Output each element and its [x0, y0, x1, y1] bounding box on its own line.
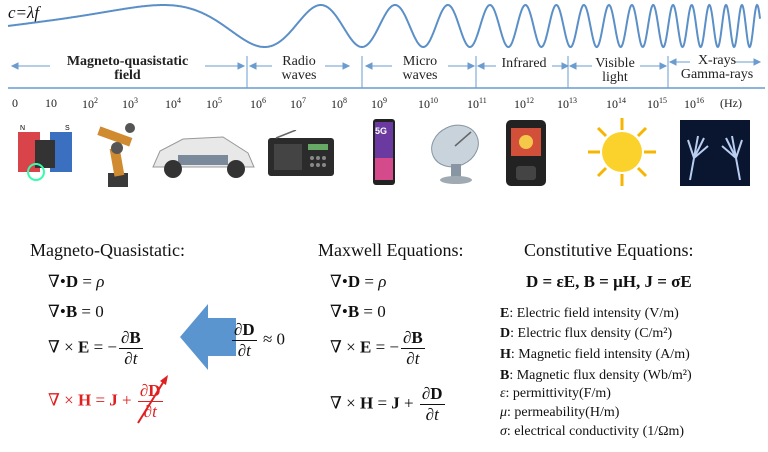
definition-item: E: Electric field intensity (V/m): [500, 306, 679, 321]
mqs-gauss-d: ∇•D = ρ: [48, 272, 105, 291]
definition-item: D: Electric flux density (C/m²): [500, 326, 673, 341]
band-separators: [246, 56, 669, 88]
tick-label: 104: [165, 96, 181, 111]
maxwell-gauss-d: ∇•D = ρ: [330, 272, 387, 291]
tick-label: 1010: [418, 96, 438, 111]
mqs-faraday: ∇ × E = −∂B∂t: [48, 328, 143, 368]
tick-label: 1011: [467, 96, 487, 111]
left-arrow: [180, 304, 236, 370]
definition-item: B: Magnetic flux density (Wb/m²): [500, 368, 692, 383]
tick-label: 103: [122, 96, 138, 111]
definition-item: μ: permeability(H/m): [500, 405, 620, 420]
phone-5g-label: 5G: [375, 126, 388, 136]
radio-icon: [268, 130, 334, 176]
mqs-ampere: ∇ × H = J + ∂D∂t: [48, 375, 168, 424]
band-infrared: Infrared: [501, 56, 547, 71]
heading-constitutive: Constitutive Equations:: [524, 240, 694, 260]
sun-icon: [588, 118, 656, 186]
tick-label: 1013: [557, 96, 577, 111]
satellite-dish-icon: [431, 124, 479, 184]
em-wave: [8, 3, 761, 49]
tick-label: 10: [45, 96, 57, 110]
tick-label: 0: [12, 96, 18, 110]
tick-label: 109: [371, 96, 387, 111]
tick-label: 102: [82, 96, 98, 111]
motor-icon: N S: [18, 125, 72, 181]
maxwell-gauss-b: ∇•B = 0: [330, 302, 386, 321]
heading-maxwell: Maxwell Equations:: [318, 240, 464, 260]
definition-item: σ: electrical conductivity (1/Ωm): [500, 424, 685, 439]
xray-hands-icon: [680, 120, 750, 186]
tick-label: 1012: [514, 96, 534, 111]
tick-label: 1014: [606, 96, 626, 111]
svg-text:N: N: [20, 125, 25, 132]
maxwell-faraday: ∇ × E = −∂B∂t: [330, 328, 425, 368]
tick-label: 107: [290, 96, 306, 111]
band-arrows: [10, 58, 762, 70]
spectrum-wave-graphic: [8, 3, 765, 89]
electric-car-icon: [152, 136, 255, 178]
constitutive-relations: D = εE, B = μH, J = σE: [526, 272, 692, 291]
definition-item: ε: permittivity(F/m): [500, 386, 611, 401]
tick-label: 108: [331, 96, 347, 111]
maxwell-ampere: ∇ × H = J + ∂D∂t: [330, 384, 445, 424]
speed-of-light-label: c=λf: [8, 3, 40, 22]
strikethrough-arrow: [137, 375, 168, 424]
definition-item: H: Magnetic field intensity (A/m): [500, 347, 690, 362]
svg-text:S: S: [65, 125, 70, 132]
tick-label: 1015: [647, 96, 667, 111]
smartphone-icon: [373, 119, 395, 185]
robot-arm-icon: [97, 123, 135, 187]
mqs-gauss-b: ∇•B = 0: [48, 302, 104, 321]
tick-label: 1016: [684, 96, 704, 111]
approx-term: ∂D∂t ≈ 0: [232, 320, 286, 360]
tick-label: 105: [206, 96, 222, 111]
frequency-unit: (Hz): [720, 96, 742, 110]
heading-mqs: Magneto-Quasistatic:: [30, 240, 185, 260]
tick-label: 106: [250, 96, 266, 111]
thermal-camera-icon: [506, 120, 546, 186]
